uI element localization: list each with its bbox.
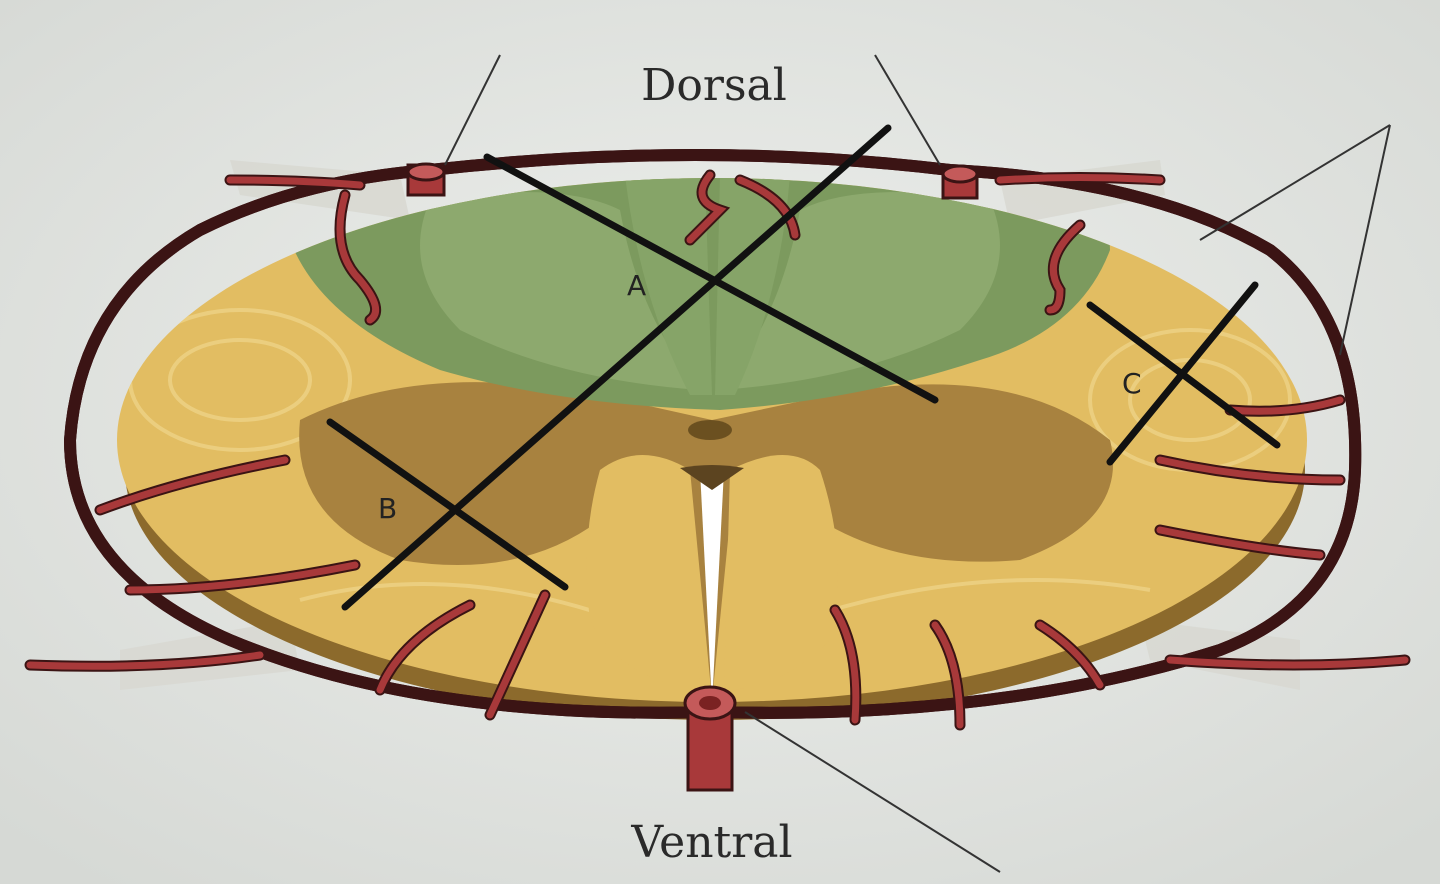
pointer-lines: [444, 54, 1391, 873]
ventral-white-right: [724, 455, 838, 690]
blood-vessels: [24, 155, 1411, 731]
ventral-fissure: [700, 470, 724, 702]
ventral-white-left: [586, 455, 700, 690]
label-a: A: [627, 269, 646, 302]
cut-line-a1: [483, 153, 939, 404]
central-canal: [688, 420, 732, 440]
cut-lines: [326, 124, 1281, 611]
dorsal-label: Dorsal: [641, 60, 787, 111]
arteries: [406, 162, 979, 792]
cut-line-a2: [341, 124, 892, 611]
ventral-label: Ventral: [630, 817, 792, 868]
cut-line-b: [326, 418, 569, 591]
label-b: B: [378, 492, 397, 525]
label-c: C: [1122, 367, 1142, 400]
cut-line-c2: [1106, 281, 1259, 466]
